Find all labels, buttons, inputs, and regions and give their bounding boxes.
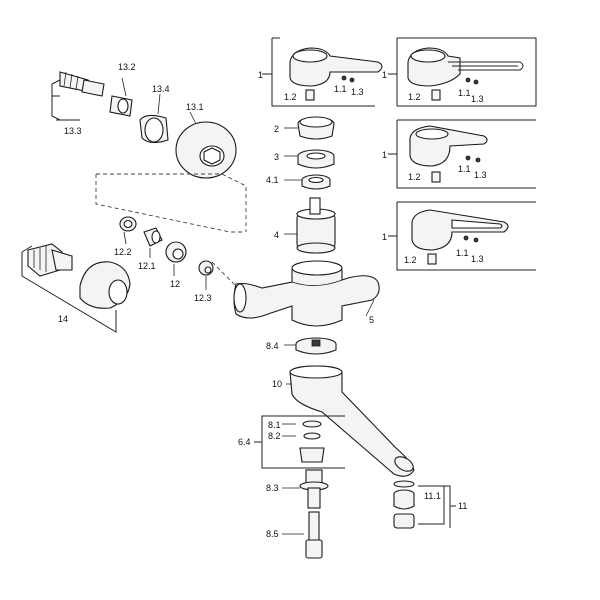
bolt-8-5 bbox=[282, 511, 323, 559]
washer-12-3 bbox=[198, 260, 214, 276]
label-3: 3 bbox=[274, 152, 280, 162]
label-12: 12 bbox=[170, 279, 181, 289]
connector-14 bbox=[27, 243, 73, 277]
group-6-4 bbox=[254, 415, 345, 469]
label-1-1-a: 1.1 bbox=[334, 84, 347, 94]
leader-lines bbox=[123, 127, 375, 385]
label-13-4: 13.4 bbox=[152, 84, 170, 94]
label-1-d: 1 bbox=[382, 232, 388, 242]
label-14: 14 bbox=[58, 314, 69, 324]
cartridge-4 bbox=[296, 197, 336, 254]
spindle-8-3 bbox=[282, 469, 329, 509]
label-8-2: 8.2 bbox=[268, 431, 281, 441]
label-1-b: 1 bbox=[382, 70, 388, 80]
rosette-14 bbox=[79, 261, 131, 309]
nut-3 bbox=[297, 149, 335, 169]
ring-8-4 bbox=[295, 337, 337, 355]
nut-12 bbox=[165, 241, 187, 263]
label-12-2: 12.2 bbox=[114, 247, 132, 257]
handle-variant-box-3 bbox=[388, 119, 536, 189]
rosette-13-1 bbox=[175, 111, 237, 179]
label-12-3: 12.3 bbox=[194, 293, 212, 303]
label-1-c: 1 bbox=[382, 150, 388, 160]
label-1-3-b: 1.3 bbox=[471, 94, 484, 104]
handle-variant-box-2 bbox=[388, 37, 537, 107]
nut-12-2 bbox=[119, 216, 137, 232]
label-1-3-d: 1.3 bbox=[471, 254, 484, 264]
label-1-3-c: 1.3 bbox=[474, 170, 487, 180]
label-8-1: 8.1 bbox=[268, 420, 281, 430]
group-13-3-box bbox=[51, 79, 80, 121]
label-4-1: 4.1 bbox=[266, 175, 279, 185]
aerator-group-11 bbox=[393, 480, 456, 529]
label-13-1: 13.1 bbox=[186, 102, 204, 112]
label-1-2-a: 1.2 bbox=[284, 92, 297, 102]
label-5: 5 bbox=[369, 315, 375, 325]
label-2: 2 bbox=[274, 124, 280, 134]
label-4: 4 bbox=[274, 230, 280, 240]
label-1-2-c: 1.2 bbox=[408, 172, 421, 182]
label-10: 10 bbox=[272, 379, 283, 389]
assembly-dashed-lines bbox=[95, 173, 247, 287]
label-1-2-b: 1.2 bbox=[408, 92, 421, 102]
label-1-1-c: 1.1 bbox=[458, 164, 471, 174]
label-8-3: 8.3 bbox=[266, 483, 279, 493]
label-1-1-d: 1.1 bbox=[456, 248, 469, 258]
label-13-2: 13.2 bbox=[118, 62, 136, 72]
label-13-3: 13.3 bbox=[64, 126, 82, 136]
cap-2 bbox=[297, 116, 335, 140]
body-5 bbox=[233, 260, 380, 327]
label-12-1: 12.1 bbox=[138, 261, 156, 271]
handle-variant-box-1 bbox=[262, 37, 383, 107]
label-11-1: 11.1 bbox=[424, 491, 441, 501]
sleeve-13-4 bbox=[139, 93, 169, 144]
label-1-a: 1 bbox=[258, 70, 264, 80]
label-1-2-d: 1.2 bbox=[404, 255, 417, 265]
bushing-13-2 bbox=[109, 77, 133, 117]
handle-variant-box-4 bbox=[388, 201, 536, 271]
label-1-1-b: 1.1 bbox=[458, 88, 471, 98]
label-1-3-a: 1.3 bbox=[351, 87, 364, 97]
group-14-box bbox=[21, 245, 117, 333]
label-11: 11 bbox=[458, 501, 468, 511]
label-6-4: 6.4 bbox=[238, 437, 251, 447]
ring-4-1 bbox=[301, 174, 331, 190]
label-8-4-top: 8.4 bbox=[266, 341, 279, 351]
label-8-5: 8.5 bbox=[266, 529, 279, 539]
spout-10 bbox=[289, 365, 415, 477]
nipple-12-1 bbox=[143, 227, 163, 247]
connector-13-3 bbox=[59, 71, 105, 97]
